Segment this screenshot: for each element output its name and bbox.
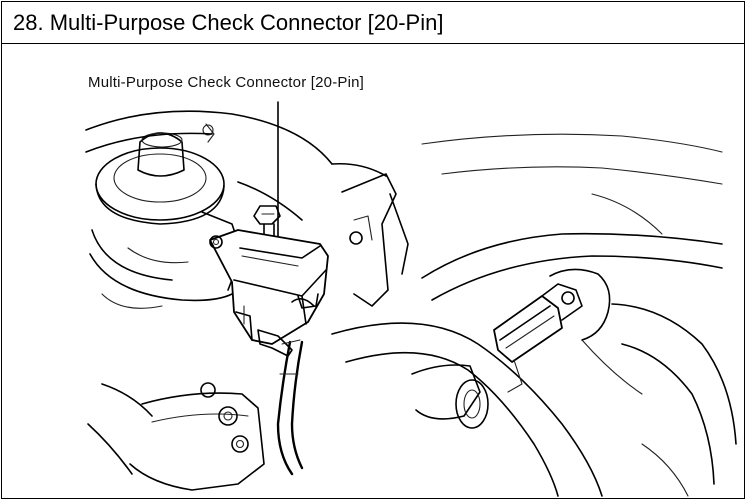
right-structure xyxy=(591,193,737,497)
page-title: 28. Multi-Purpose Check Connector [20-Pi… xyxy=(13,10,444,35)
coolant-hoses xyxy=(331,133,723,497)
sensor-connector-right xyxy=(493,268,643,395)
right-bracket xyxy=(331,162,409,307)
strut-mount xyxy=(95,123,225,225)
engine-bay-illustration xyxy=(85,101,737,497)
title-bar: 28. Multi-Purpose Check Connector [20-Pi… xyxy=(2,2,744,44)
lower-mount-bracket xyxy=(87,382,265,491)
check-connector xyxy=(209,229,329,357)
engine-bay-drawing: Multi-Purpose Check Connector [20-Pin] xyxy=(2,44,744,498)
connector-wire-harness xyxy=(276,339,304,476)
connector-callout-label: Multi-Purpose Check Connector [20-Pin] xyxy=(88,74,365,91)
